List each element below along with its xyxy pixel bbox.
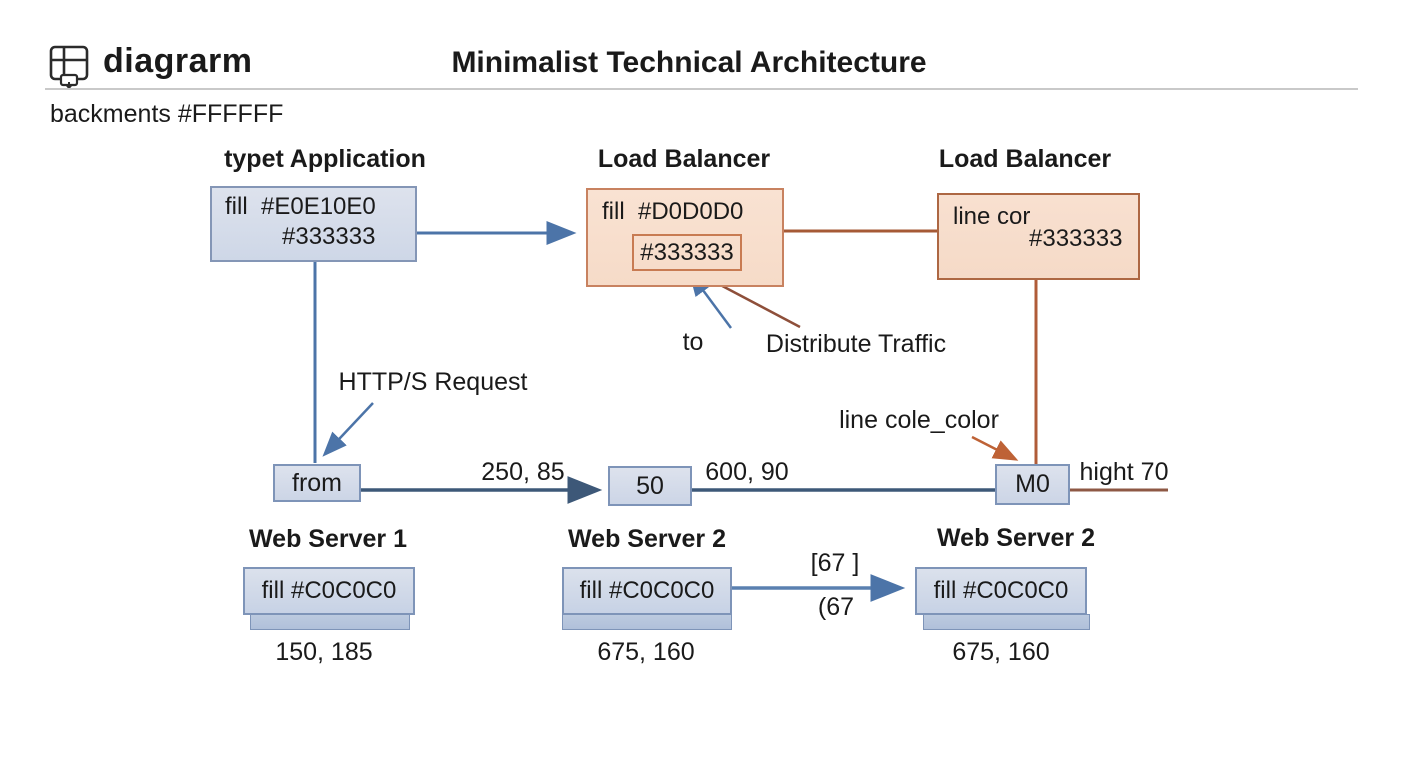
client-app-fill-text: fill #E0E10E0	[225, 193, 376, 220]
web-server-1-base-strip	[250, 614, 410, 630]
header-divider	[45, 88, 1358, 90]
load-balancer-1-inner-box[interactable]: #333333	[632, 234, 742, 271]
client-app-color-text: #333333	[282, 223, 376, 250]
to-label: to	[682, 328, 704, 356]
web-server-2a-title: Web Server 2	[568, 525, 726, 553]
load-balancer-2-line-text: line cor	[953, 203, 1031, 230]
client-app-node-title: typet Application	[224, 145, 426, 173]
load-balancer-1-fill-text: fill #D0D0D0	[602, 198, 744, 225]
web-server-1-coords: 150, 185	[275, 638, 373, 666]
hight-70-label: hight 70	[1079, 458, 1169, 486]
distribute-traffic-label: Distribute Traffic	[765, 330, 947, 358]
load-balancer-2-color-text: #333333	[1029, 225, 1123, 252]
web-server-2a-base-strip	[562, 614, 732, 630]
web-server-1-title: Web Server 1	[249, 525, 407, 553]
client-app-node[interactable]: fill #E0E10E0 #333333	[210, 186, 417, 262]
canvas-background-note: backments #FFFFFF	[50, 100, 284, 128]
web-server-2a-node[interactable]: fill #C0C0C0	[562, 567, 732, 615]
https-request-label: HTTP/S Request	[338, 368, 528, 396]
app-name: diagrarm	[103, 42, 253, 80]
mid-50-node[interactable]: 50	[608, 466, 692, 506]
coord-600-90-label: 600, 90	[705, 458, 789, 486]
from-node[interactable]: from	[273, 464, 361, 502]
m0-node[interactable]: M0	[995, 464, 1070, 505]
web-server-2b-coords: 675, 160	[952, 638, 1050, 666]
paren-67-label: (67	[817, 593, 855, 621]
coord-250-85-label: 250, 85	[481, 458, 565, 486]
bracket-67-label: [67 ]	[810, 549, 860, 577]
document-title: Minimalist Technical Architecture	[451, 46, 927, 79]
load-balancer-2-title: Load Balancer	[938, 145, 1112, 173]
web-server-2b-base-strip	[923, 614, 1090, 630]
line-cole-color-label: line cole_color	[839, 406, 999, 434]
web-server-2b-title: Web Server 2	[937, 524, 1095, 552]
load-balancer-2-node[interactable]: line cor #333333	[937, 193, 1140, 280]
load-balancer-1-node[interactable]: fill #D0D0D0 #333333	[586, 188, 784, 287]
web-server-2b-node[interactable]: fill #C0C0C0	[915, 567, 1087, 615]
web-server-1-node[interactable]: fill #C0C0C0	[243, 567, 415, 615]
web-server-2a-coords: 675, 160	[597, 638, 695, 666]
app-logo-window-grid-icon	[48, 44, 94, 90]
load-balancer-1-title: Load Balancer	[597, 145, 771, 173]
